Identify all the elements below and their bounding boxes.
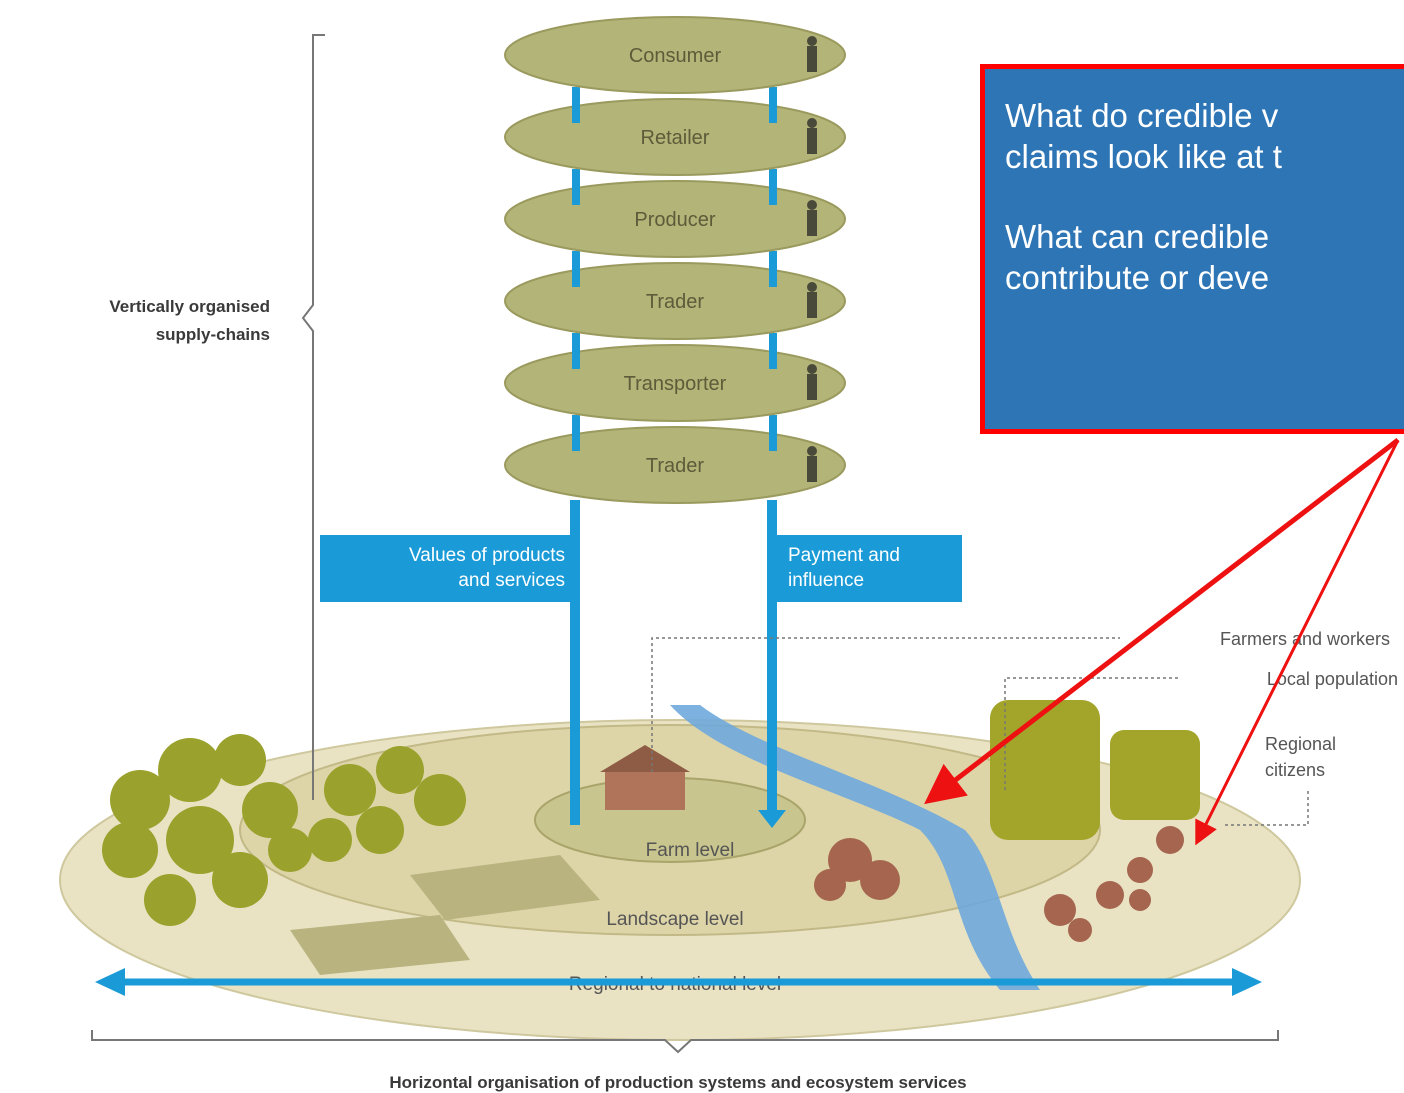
- tier-flow-connector: [572, 169, 580, 205]
- person-icon: [807, 446, 817, 482]
- payment-flow-box: [770, 535, 962, 602]
- payment-flow-label-1: Payment and: [788, 545, 900, 566]
- payment-flow-column: [767, 500, 777, 815]
- vertical-label-1: Vertically organised: [109, 297, 270, 316]
- tier-flow-connector: [572, 87, 580, 123]
- regional-label-1: Regional: [1265, 734, 1336, 754]
- field-patch: [290, 915, 470, 975]
- farm-level-label: Farm level: [646, 840, 735, 861]
- value-flow-column: [570, 500, 580, 825]
- person-icon: [807, 118, 817, 154]
- horizontal-label: Horizontal organisation of production sy…: [389, 1073, 966, 1092]
- houses: [814, 826, 1184, 942]
- tier-label: Retailer: [641, 127, 710, 149]
- tier-label: Producer: [634, 209, 715, 231]
- tier-flow-connector: [572, 415, 580, 451]
- callout-arrow-right: [1195, 439, 1400, 846]
- tier-flow-connector: [769, 415, 777, 451]
- tier-flow-connector: [769, 169, 777, 205]
- payment-flow-label-2: influence: [788, 570, 864, 591]
- values-flow-label-1: Values of products: [409, 545, 565, 566]
- farmers-leader: [651, 637, 1120, 772]
- field-patch: [410, 855, 600, 920]
- horizontal-arrow-left-head: [95, 968, 125, 996]
- vertical-bracket: [301, 34, 325, 800]
- regional-label-2: citizens: [1265, 760, 1325, 780]
- callout-arrow-left: [924, 438, 1400, 805]
- horizontal-arrow-right-head: [1232, 968, 1262, 996]
- tier-label: Trader: [646, 455, 705, 477]
- tier-disc: [504, 262, 846, 340]
- landscape-level-label: Landscape level: [606, 909, 743, 930]
- callout-line-2a: What can credible: [1005, 217, 1270, 255]
- values-flow-label-2: and services: [458, 570, 565, 591]
- farmers-label: Farmers and workers: [1220, 629, 1390, 649]
- river: [670, 705, 1040, 990]
- local-leader: [1004, 677, 1180, 790]
- plantation-right: [990, 700, 1200, 840]
- tier-disc: [504, 426, 846, 504]
- forest-left: [102, 734, 466, 926]
- callout-line-1a: What do credible v: [1005, 97, 1279, 134]
- farm-house: [605, 770, 685, 810]
- horizontal-bracket: [91, 1030, 1279, 1054]
- farm-house-roof: [600, 745, 690, 772]
- local-label: Local population: [1267, 669, 1398, 689]
- callout-line-1b: claims look like at t: [1005, 138, 1282, 176]
- values-flow-box: [320, 535, 578, 602]
- tier-disc: [504, 344, 846, 422]
- tier-label: Trader: [646, 291, 705, 313]
- person-icon: [807, 36, 817, 72]
- person-icon: [807, 282, 817, 318]
- tier-flow-connector: [769, 251, 777, 287]
- tier-label: Transporter: [624, 373, 727, 395]
- tier-flow-connector: [769, 87, 777, 123]
- tier-flow-connector: [572, 333, 580, 369]
- tier-disc: [504, 180, 846, 258]
- person-icon: [807, 200, 817, 236]
- question-callout: What do credible v claims look like at t…: [980, 64, 1404, 434]
- tier-disc: [504, 16, 846, 94]
- callout-line-2b: contribute or deve: [1005, 258, 1270, 296]
- supply-chain-tiers: TraderTransporterTraderProducerRetailerC…: [504, 16, 846, 504]
- tier-label: Consumer: [629, 45, 722, 67]
- vertical-label-2: supply-chains: [156, 325, 270, 344]
- tier-flow-connector: [769, 333, 777, 369]
- person-icon: [807, 364, 817, 400]
- payment-arrow-head: [758, 810, 786, 828]
- tier-flow-connector: [572, 251, 580, 287]
- tier-disc: [504, 98, 846, 176]
